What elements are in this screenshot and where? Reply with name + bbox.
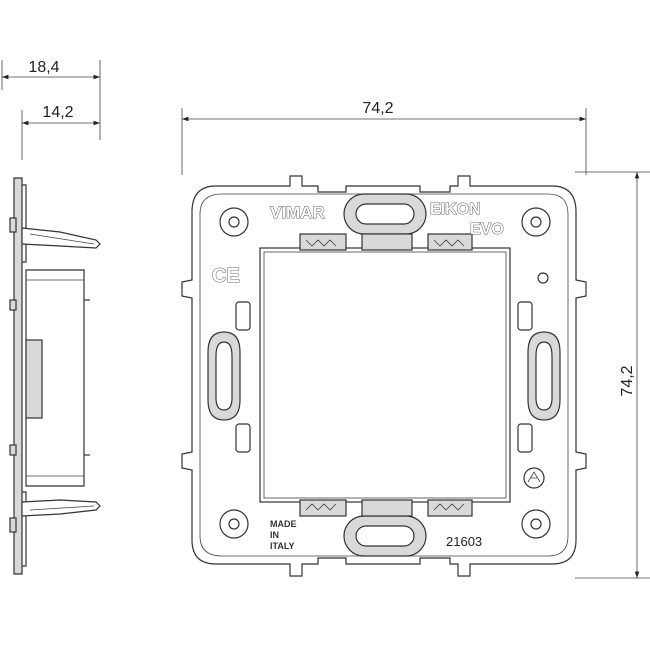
dimension-side-overall: 18,4 bbox=[1, 59, 101, 140]
side-view bbox=[9, 177, 101, 575]
screw-hole-bottom-left bbox=[219, 509, 249, 539]
ce-mark: CE bbox=[212, 265, 240, 287]
keyhole-left bbox=[207, 331, 241, 421]
dimension-label-front-height: 74,2 bbox=[619, 365, 636, 396]
slot-bottom bbox=[343, 515, 427, 557]
brand-mark: VIMAR bbox=[270, 203, 325, 222]
dimension-label-front-width: 74,2 bbox=[362, 100, 393, 117]
keyhole-right bbox=[527, 331, 561, 421]
origin-mark-line3: ITALY bbox=[270, 541, 295, 551]
dimension-label-side-overall: 18,4 bbox=[28, 59, 59, 76]
slot-top bbox=[343, 193, 427, 235]
origin-mark-line1: MADE bbox=[270, 519, 297, 529]
series-mark-line1: EIKON bbox=[430, 201, 481, 218]
front-view: VIMAR EIKON EVO CE MADE IN ITALY 21603 bbox=[181, 175, 587, 577]
certification-symbol bbox=[523, 467, 545, 489]
module-window bbox=[259, 247, 511, 503]
side-frame-plate bbox=[13, 177, 23, 575]
dimension-front-height: 74,2 bbox=[575, 171, 650, 579]
clips-top bbox=[299, 233, 473, 251]
series-mark-line2: EVO bbox=[470, 221, 504, 238]
clips-bottom bbox=[299, 499, 473, 517]
dimension-label-side-inner: 14,2 bbox=[42, 104, 73, 121]
dimension-front-width: 74,2 bbox=[181, 100, 587, 175]
screw-hole-top-left bbox=[219, 207, 249, 237]
origin-mark-line2: IN bbox=[270, 530, 279, 540]
dimension-side-inner: 14,2 bbox=[21, 104, 100, 160]
screw-hole-top-right bbox=[521, 207, 551, 237]
product-code: 21603 bbox=[446, 534, 482, 549]
side-upper-claw bbox=[21, 227, 101, 249]
screw-hole-bottom-right bbox=[521, 509, 551, 539]
